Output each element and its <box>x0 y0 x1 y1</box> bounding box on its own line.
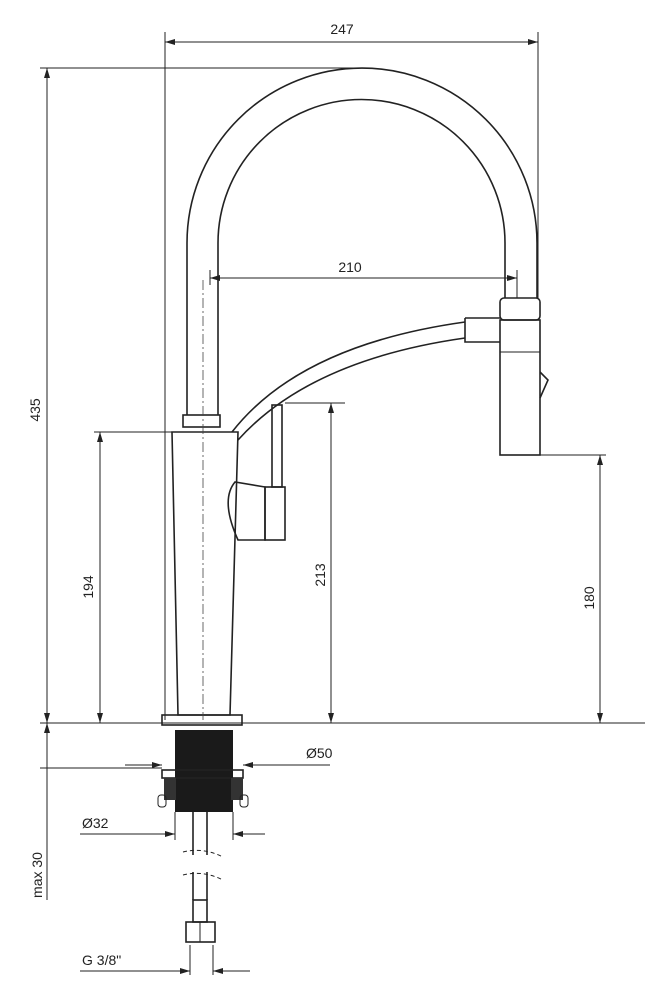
label-180: 180 <box>581 586 597 610</box>
label-435: 435 <box>27 398 43 422</box>
dimension-labels: 247 210 435 194 213 180 Ø50 Ø32 max 30 G… <box>27 21 597 968</box>
faucet-outline <box>157 67 549 943</box>
extension-lines <box>40 32 645 769</box>
label-g38: G 3/8" <box>82 952 121 968</box>
label-210: 210 <box>338 259 362 275</box>
label-213: 213 <box>312 563 328 587</box>
dimension-lines <box>44 39 603 975</box>
label-247: 247 <box>330 21 354 37</box>
label-max30: max 30 <box>29 852 45 898</box>
label-194: 194 <box>80 575 96 599</box>
label-d32: Ø32 <box>82 815 109 831</box>
label-d50: Ø50 <box>306 745 333 761</box>
